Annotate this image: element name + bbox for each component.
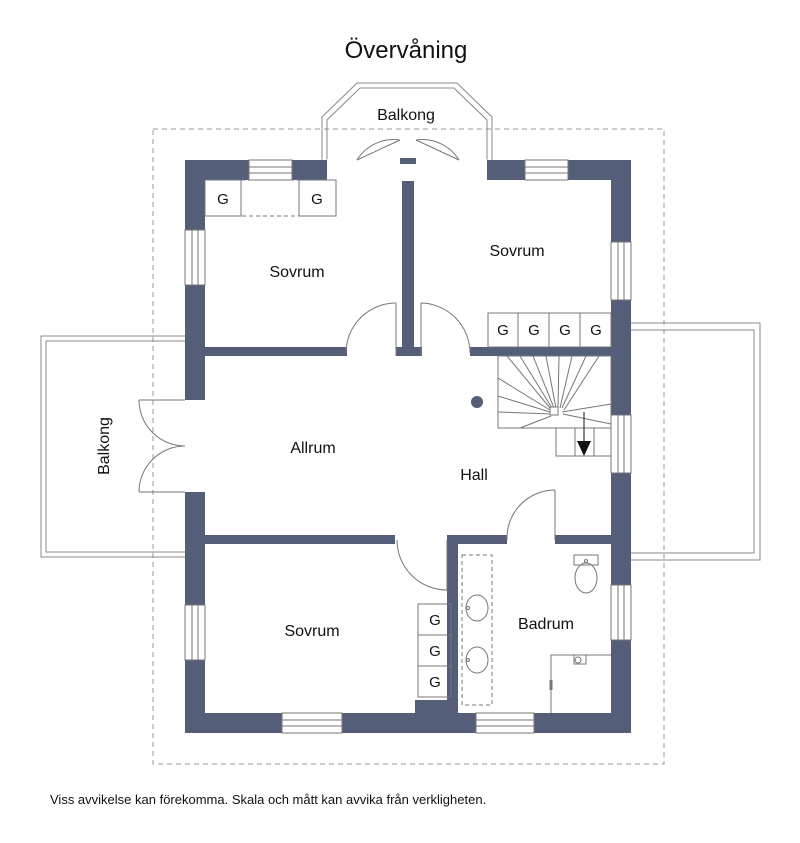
window-west-1 [184,229,206,286]
wardrobe-label: G [217,191,229,208]
terrace-east [630,322,761,561]
door-bedroom-sw [396,539,448,591]
door-bedroom-nw [345,302,397,356]
wardrobe-label: G [311,191,323,208]
window-west-2 [184,604,206,661]
window-east-2 [610,414,632,474]
balcony-north [321,82,493,160]
balcony-west [40,335,186,558]
disclaimer-text: Viss avvikelse kan förekomma. Skala och … [50,792,487,807]
door-bathroom [506,489,556,541]
sink-1 [465,594,489,622]
room-label-bedroom-ne: Sovrum [489,243,544,260]
wall-openings [184,159,487,492]
window-south-1 [281,712,343,734]
bathroom-fixtures [461,554,611,713]
room-label-bedroom-sw: Sovrum [284,623,339,640]
shower-enclosure [549,654,611,713]
door-bedroom-ne [420,302,471,356]
balcony-north-label: Balkong [377,107,435,124]
toilet [573,554,599,594]
door-balcony-west [138,399,186,493]
windows [184,159,632,734]
window-east-1 [610,241,632,301]
wardrobe-labels: G G G G G G G G G [217,191,602,691]
window-north-1 [248,159,293,181]
wardrobe-label: G [429,612,441,629]
interior-doors [345,302,556,591]
wardrobe-sw-3 [417,665,452,698]
wardrobe-label: G [559,322,571,339]
chimney-pillar [471,396,483,408]
wardrobe-label: G [528,322,540,339]
window-north-2 [524,159,569,181]
room-label-bathroom: Badrum [518,616,574,633]
wardrobe-label: G [429,674,441,691]
wardrobe-label: G [429,643,441,660]
door-balcony-north [356,139,460,164]
room-label-living: Allrum [290,440,335,457]
room-label-hall: Hall [460,467,488,484]
wardrobes [204,179,612,698]
wardrobe-nw-gap [240,179,300,217]
sink-2 [465,646,489,674]
wardrobe-ne-4 [579,312,612,348]
interior-walls [205,160,611,715]
wardrobe-nw-2 [298,179,337,217]
plan-title: Övervåning [345,37,468,64]
room-label-bedroom-nw: Sovrum [269,264,324,281]
staircase [497,355,612,457]
window-east-3 [610,584,632,641]
window-south-2 [475,712,535,734]
wardrobe-label: G [590,322,602,339]
plot-outline [152,128,665,765]
balcony-west-label: Balkong [96,417,113,475]
wardrobe-label: G [497,322,509,339]
